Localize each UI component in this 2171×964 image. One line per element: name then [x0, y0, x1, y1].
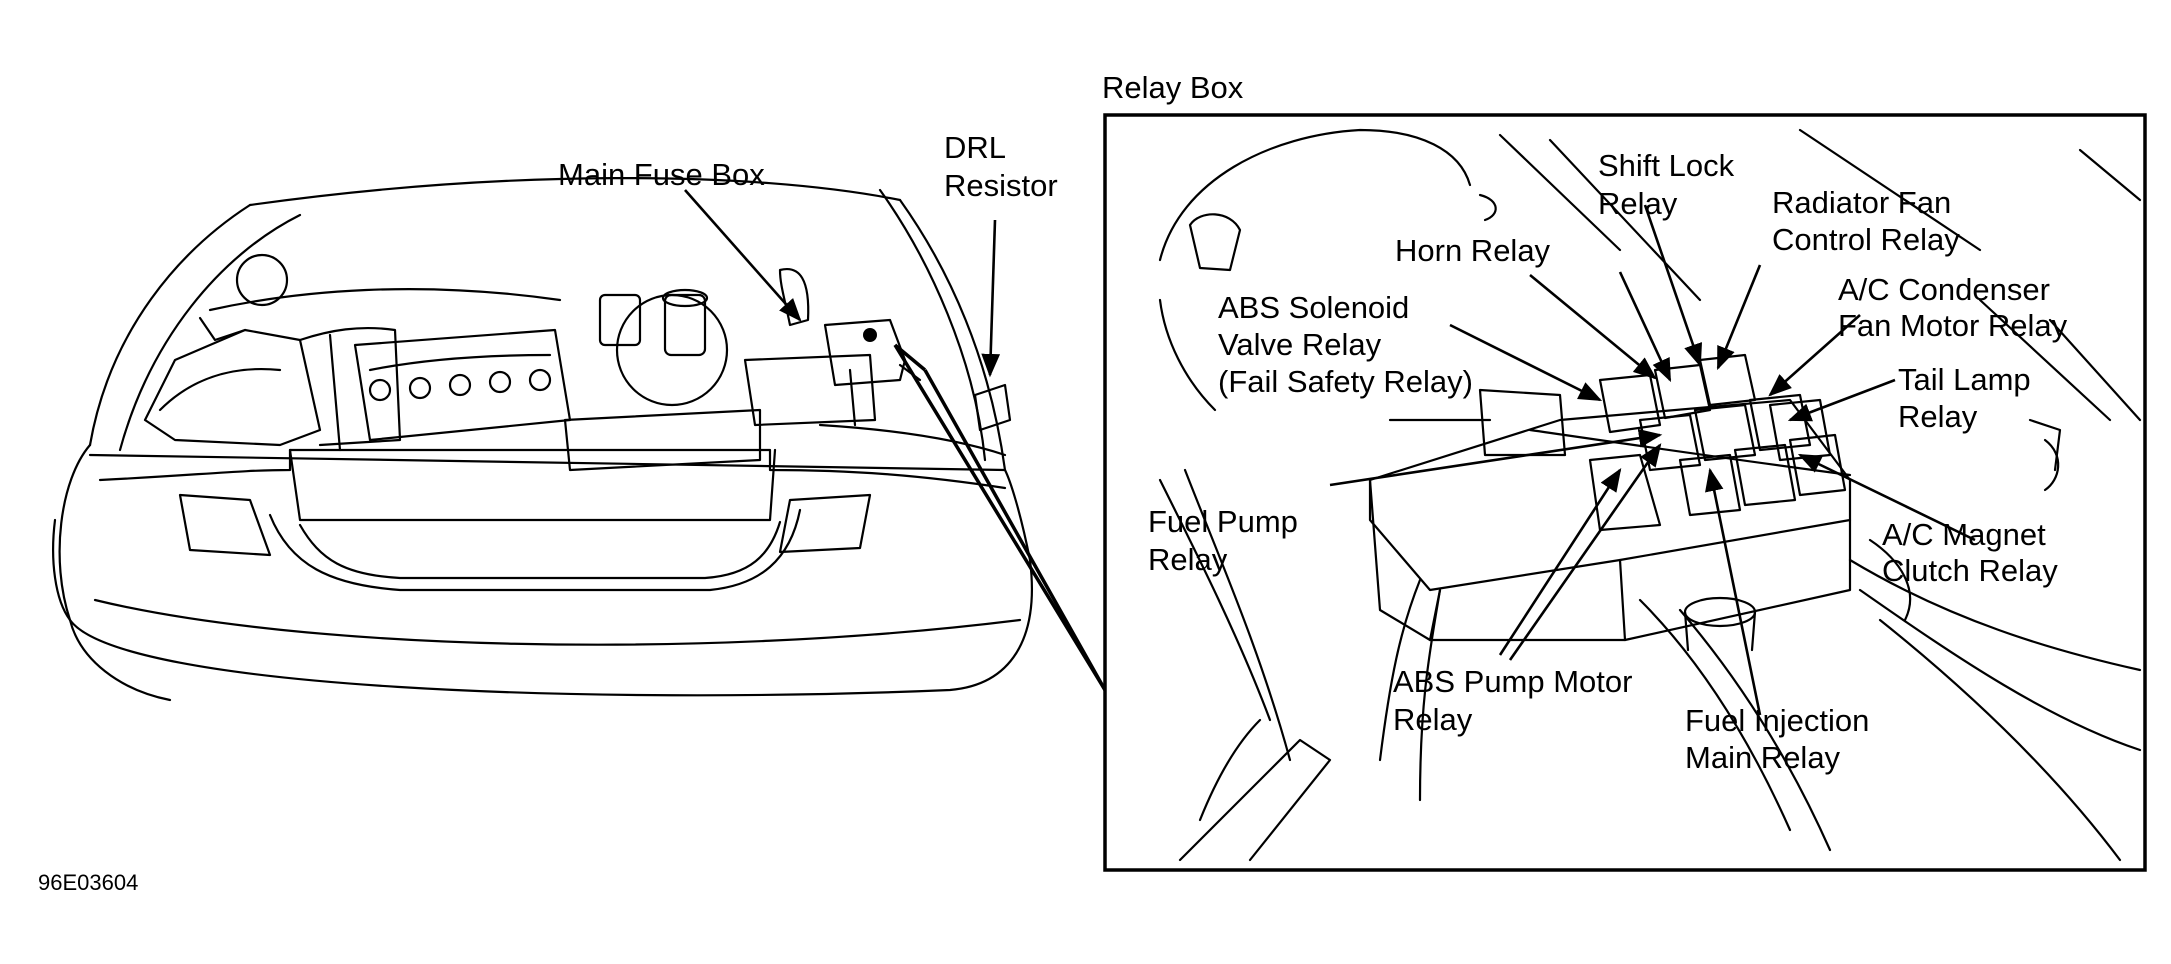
drl-resistor-label-line2: Resistor: [944, 168, 1058, 203]
figure-code: 96E03604: [38, 870, 139, 895]
vehicle-front-illustration: [52, 177, 1033, 702]
relay-box-frame: [1103, 113, 2147, 872]
fuel-pump-relay-label-line2: Relay: [1148, 542, 1228, 577]
tail-lamp-relay-label-line2: Relay: [1898, 399, 1978, 434]
radiator-fan-relay-label-line1: Radiator Fan: [1772, 185, 1952, 220]
fuel-pump-relay-label-line1: Fuel Pump: [1148, 504, 1298, 539]
tail-lamp-relay-label-line1: Tail Lamp: [1898, 362, 2031, 397]
abs-solenoid-relay-label-line2: Valve Relay: [1218, 327, 1382, 362]
abs-pump-motor-relay-label-line2: Relay: [1393, 702, 1473, 737]
ac-condenser-relay-label-line2: Fan Motor Relay: [1838, 308, 2068, 343]
abs-pump-motor-relay-label-line1: ABS Pump Motor: [1393, 664, 1633, 699]
relay-box-illustration: [1158, 128, 2142, 862]
abs-solenoid-relay-label-line3: (Fail Safety Relay): [1218, 364, 1473, 399]
fuel-injection-main-relay-label-line1: Fuel Injection: [1685, 703, 1870, 738]
radiator-fan-relay-label-line2: Control Relay: [1772, 222, 1960, 257]
shift-lock-relay-label-line1: Shift Lock: [1598, 148, 1735, 183]
relay-box-title: Relay Box: [1102, 70, 1244, 105]
ac-magnet-clutch-relay-label-line2: Clutch Relay: [1882, 553, 2058, 588]
fuel-injection-main-relay-label-line2: Main Relay: [1685, 740, 1841, 775]
shift-lock-relay-label-line2: Relay: [1598, 186, 1678, 221]
abs-solenoid-relay-label-line1: ABS Solenoid: [1218, 290, 1410, 325]
drl-resistor-label-line1: DRL: [944, 130, 1007, 165]
ac-magnet-clutch-relay-label-line1: A/C Magnet: [1882, 517, 2046, 552]
main-fuse-box-label: Main Fuse Box: [558, 157, 765, 192]
horn-relay-label: Horn Relay: [1395, 233, 1551, 268]
ac-condenser-relay-label-line1: A/C Condenser: [1838, 272, 2050, 307]
